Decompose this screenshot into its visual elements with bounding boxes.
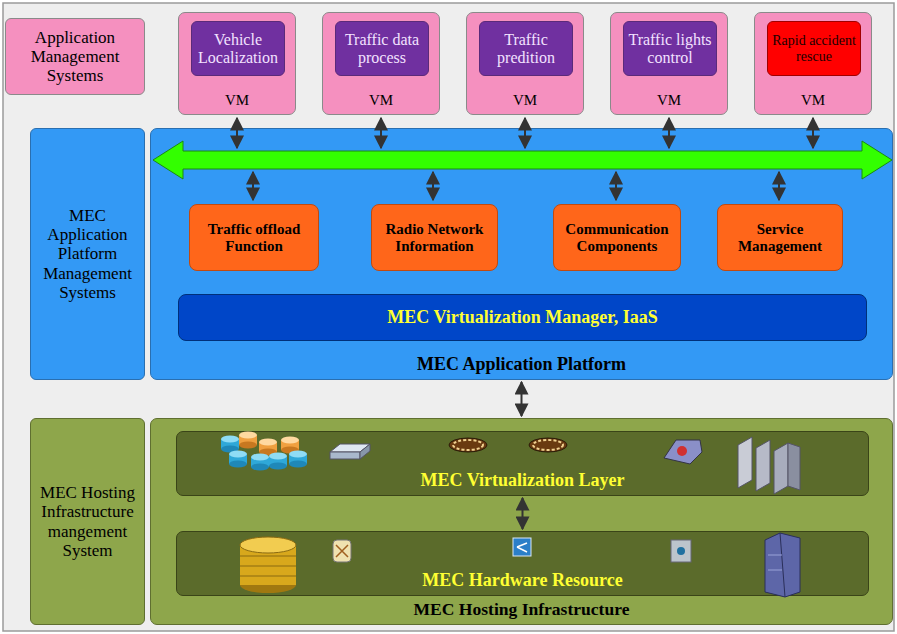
application-box: Vehicle Localization <box>191 21 285 76</box>
service-box: Traffic offload Function <box>189 204 319 271</box>
double-arrow <box>521 382 523 416</box>
bus-arrow <box>153 141 892 179</box>
node-label: VM <box>470 92 580 109</box>
platform-region: MEC Application Platform Traffic offload … <box>150 128 893 380</box>
node-label: Vehicle Localization <box>195 31 281 67</box>
node-label: Traffic lights control <box>627 31 713 67</box>
node-label: MEC Application Platform Management Syst… <box>34 206 141 301</box>
application-box: Traffic predition <box>479 21 573 76</box>
node-label: Traffic predition <box>483 31 569 67</box>
virtualization-icons <box>221 432 800 495</box>
management-box: MEC Hosting Infrastructure mangement Sys… <box>30 418 145 625</box>
node-label: VM <box>758 92 868 109</box>
hardware-icons <box>240 533 800 597</box>
node-label: Traffic offload Function <box>193 221 315 255</box>
node-label: VM <box>614 92 724 109</box>
application-box: Rapid accident rescue <box>767 21 861 76</box>
application-box: Traffic data process <box>335 21 429 76</box>
management-box: Application Management Systems <box>5 18 145 95</box>
service-box: Service Management <box>717 204 843 271</box>
node-label: MEC Application Platform <box>154 354 889 374</box>
management-box: MEC Application Platform Management Syst… <box>30 128 145 380</box>
vm-box: VM Vehicle Localization <box>178 12 296 115</box>
node-label: Communication Components <box>557 221 677 255</box>
node-label: VM <box>182 92 292 109</box>
node-label: Radio Network Information <box>375 221 494 255</box>
node-label: MEC Virtualization Layer <box>180 470 865 490</box>
application-box: Traffic lights control <box>623 21 717 76</box>
resource-layer: MEC Hardware Resource <box>176 531 869 596</box>
node-label: MEC Virtualization Manager, IaaS <box>182 307 863 327</box>
node-label: Traffic data process <box>339 31 425 67</box>
service-box: Communication Components <box>553 204 681 271</box>
virtualization-manager-bar: MEC Virtualization Manager, IaaS <box>178 294 867 341</box>
vm-box: VM Rapid accident rescue <box>754 12 872 115</box>
node-label: Application Management Systems <box>9 28 141 85</box>
node-label: VM <box>326 92 436 109</box>
node-label: Rapid accident rescue <box>771 33 857 64</box>
vm-box: VM Traffic lights control <box>610 12 728 115</box>
vm-box: VM Traffic predition <box>466 12 584 115</box>
node-label: MEC Hardware Resource <box>180 570 865 590</box>
service-box: Radio Network Information <box>371 204 498 271</box>
node-label: MEC Hosting Infrastructure <box>154 600 889 620</box>
node-label: MEC Hosting Infrastructure mangement Sys… <box>34 483 141 559</box>
infrastructure-region: MEC Hosting Infrastructure MEC Virtualiza… <box>150 418 893 625</box>
double-arrow <box>522 498 524 529</box>
node-label: Service Management <box>721 221 839 255</box>
vm-bus-arrows <box>237 118 813 148</box>
bus-service-arrows <box>253 172 779 200</box>
resource-layer: MEC Virtualization Layer <box>176 431 869 496</box>
vm-box: VM Traffic data process <box>322 12 440 115</box>
